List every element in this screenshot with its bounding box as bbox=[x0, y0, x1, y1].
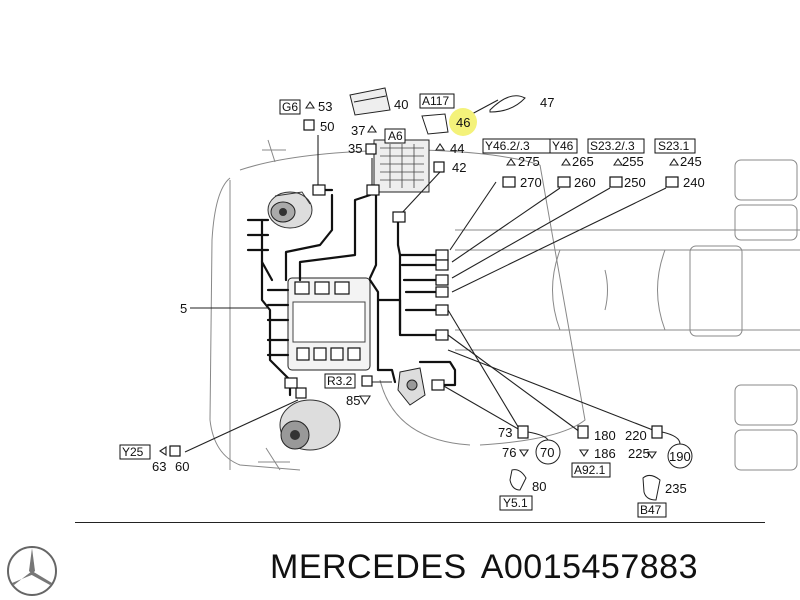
label-250: 250 bbox=[624, 175, 646, 190]
label-63: 63 bbox=[152, 459, 166, 474]
mercedes-star-icon bbox=[7, 546, 57, 596]
sensor-component bbox=[397, 367, 426, 406]
label-a6: A6 bbox=[388, 129, 403, 143]
reference-boxes bbox=[119, 93, 696, 518]
label-a92-1: A92.1 bbox=[574, 463, 606, 477]
label-y46-2: Y46.2/.3 bbox=[485, 139, 530, 153]
label-85: 85 bbox=[346, 393, 360, 408]
label-42: 42 bbox=[452, 160, 466, 175]
label-a117: A117 bbox=[422, 94, 449, 108]
label-76: 76 bbox=[502, 445, 516, 460]
fuse-box-component bbox=[373, 139, 430, 193]
label-5: 5 bbox=[180, 301, 187, 316]
label-73: 73 bbox=[498, 425, 512, 440]
label-80: 80 bbox=[532, 479, 546, 494]
label-53: 53 bbox=[318, 99, 332, 114]
part-number: A0015457883 bbox=[480, 548, 698, 586]
label-y5-1: Y5.1 bbox=[503, 496, 528, 510]
label-186: 186 bbox=[594, 446, 616, 461]
highlight-marker bbox=[449, 108, 477, 136]
label-245: 245 bbox=[680, 154, 702, 169]
label-235: 235 bbox=[665, 481, 687, 496]
harness-wires bbox=[246, 188, 457, 397]
compressor-component bbox=[279, 387, 341, 451]
label-225: 225 bbox=[628, 446, 650, 461]
label-180: 180 bbox=[594, 428, 616, 443]
label-240: 240 bbox=[683, 175, 705, 190]
label-s23-1: S23.1 bbox=[658, 139, 690, 153]
label-255: 255 bbox=[622, 154, 644, 169]
label-g6: G6 bbox=[282, 100, 298, 114]
label-y46: Y46 bbox=[552, 139, 574, 153]
label-260: 260 bbox=[574, 175, 596, 190]
alternator-component bbox=[267, 191, 313, 229]
part-icons bbox=[159, 87, 693, 501]
label-70: 70 bbox=[540, 445, 554, 460]
leader-lines bbox=[184, 99, 667, 453]
label-50: 50 bbox=[320, 119, 334, 134]
footer-divider bbox=[75, 522, 765, 523]
label-r3-2: R3.2 bbox=[327, 374, 353, 388]
label-44: 44 bbox=[450, 141, 464, 156]
label-47: 47 bbox=[540, 95, 554, 110]
label-46: 46 bbox=[456, 115, 470, 130]
label-190: 190 bbox=[669, 449, 691, 464]
label-40: 40 bbox=[394, 97, 408, 112]
label-37: 37 bbox=[351, 123, 365, 138]
label-s23-2: S23.2/.3 bbox=[590, 139, 635, 153]
label-60: 60 bbox=[175, 459, 189, 474]
control-unit-component bbox=[287, 277, 371, 371]
label-270: 270 bbox=[520, 175, 542, 190]
label-y25: Y25 bbox=[122, 445, 144, 459]
label-265: 265 bbox=[572, 154, 594, 169]
callout-labels: 5 G6 53 50 40 37 A6 35 A117 46 47 44 42 … bbox=[122, 94, 705, 517]
vehicle-outline bbox=[209, 139, 800, 471]
harness-connectors bbox=[284, 184, 449, 391]
footer-brand-line: MERCEDES A0015457883 bbox=[270, 548, 712, 587]
label-35: 35 bbox=[348, 141, 362, 156]
brand-name: MERCEDES bbox=[270, 548, 467, 586]
label-220: 220 bbox=[625, 428, 647, 443]
label-275: 275 bbox=[518, 154, 540, 169]
label-b47: B47 bbox=[640, 503, 662, 517]
